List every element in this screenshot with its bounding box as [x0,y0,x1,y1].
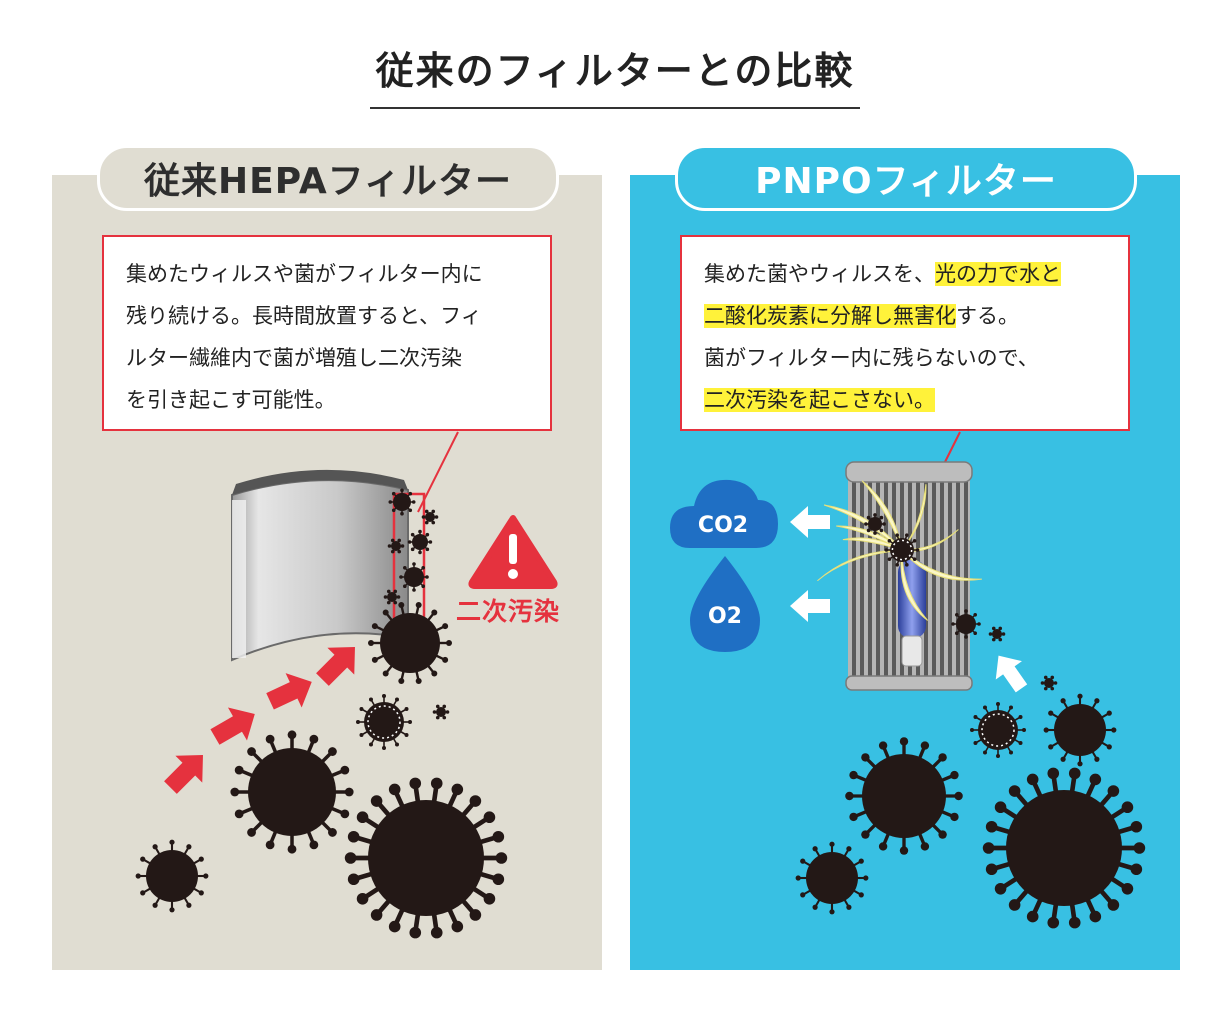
right-heading: PNPOフィルター [675,145,1137,211]
red-arrow-icon [262,664,320,719]
light-ray [861,480,903,551]
right-line-4-highlight: 二次汚染を起こさない。 [704,388,935,412]
red-arrow-icon [309,633,369,693]
light-ray [901,549,982,581]
white-arrow-co2-icon [790,506,830,538]
virus-icon [864,513,886,535]
white-arrow-o2-icon [790,590,830,622]
virus-icon [344,777,508,939]
o2-drop-icon [690,556,760,652]
right-line-3: 菌がフィルター内に残らないので、 [704,346,1039,370]
virus-icon [383,589,401,605]
co2-cloud-icon [670,479,778,548]
o2-label: O2 [708,604,742,629]
virus-icon [884,533,920,567]
right-line-2-plain: する。 [956,304,1019,328]
left-line-2: 残り続ける。長時間放置すると、フィ [126,304,482,328]
virus-icon [845,737,963,855]
light-ray [901,484,927,551]
right-virus-cluster [795,513,1146,929]
red-arrow-icon [157,741,217,801]
page-title: 従来のフィルターとの比較 [369,40,861,109]
page-title-wrap: 従来のフィルターとの比較 [0,40,1230,109]
virus-icon [1040,675,1058,691]
secondary-contamination-label: 二次汚染 [456,597,561,626]
virus-icon [951,609,981,639]
hepa-filter-image [231,469,409,662]
left-line-4: を引き起こす可能性。 [126,388,336,412]
virus-icon [356,694,412,750]
light-ray [817,549,903,582]
virus-icon [988,626,1006,642]
left-virus-cluster [135,488,508,939]
white-arrow-up-icon [985,646,1035,698]
left-heading: 従来HEPAフィルター [97,145,559,211]
virus-icon [421,509,439,525]
virus-icon [407,529,433,555]
virus-icon [387,538,405,554]
warning-triangle-icon [468,515,558,589]
left-line-3: ルター繊維内で菌が増殖し二次汚染 [126,346,462,370]
virus-icon [368,601,452,685]
light-rays [817,480,982,621]
co2-label: CO2 [698,513,748,538]
right-line-1-plain: 集めた菌やウィルスを、 [704,262,935,286]
virus-icon [1043,693,1117,767]
right-line-1: 集めた菌やウィルスを、光の力で水と [704,253,1128,295]
light-ray [836,525,903,551]
virus-icon [970,702,1026,758]
virus-icon [982,767,1146,929]
right-line-4: 二次汚染を起こさない。 [704,379,1128,421]
left-description: 集めたウィルスや菌がフィルター内に 残り続ける。長時間放置すると、フィ ルター繊… [102,235,552,431]
virus-icon [388,488,416,516]
virus-icon [230,730,354,854]
right-description: 集めた菌やウィルスを、光の力で水と 二酸化炭素に分解し無害化する。 菌がフィルタ… [680,235,1130,431]
virus-icon [432,704,450,720]
light-ray [900,549,929,621]
right-line-1-highlight: 光の力で水と [935,262,1061,286]
right-line-2: 二酸化炭素に分解し無害化する。 [704,295,1128,337]
left-line-1: 集めたウィルスや菌がフィルター内に [126,262,483,286]
virus-icon [135,839,209,913]
red-arrow-icon [205,697,265,754]
virus-icon [399,562,429,592]
virus-icon [795,841,869,915]
right-line-2-highlight: 二酸化炭素に分解し無害化 [704,304,956,328]
light-ray [842,537,903,551]
